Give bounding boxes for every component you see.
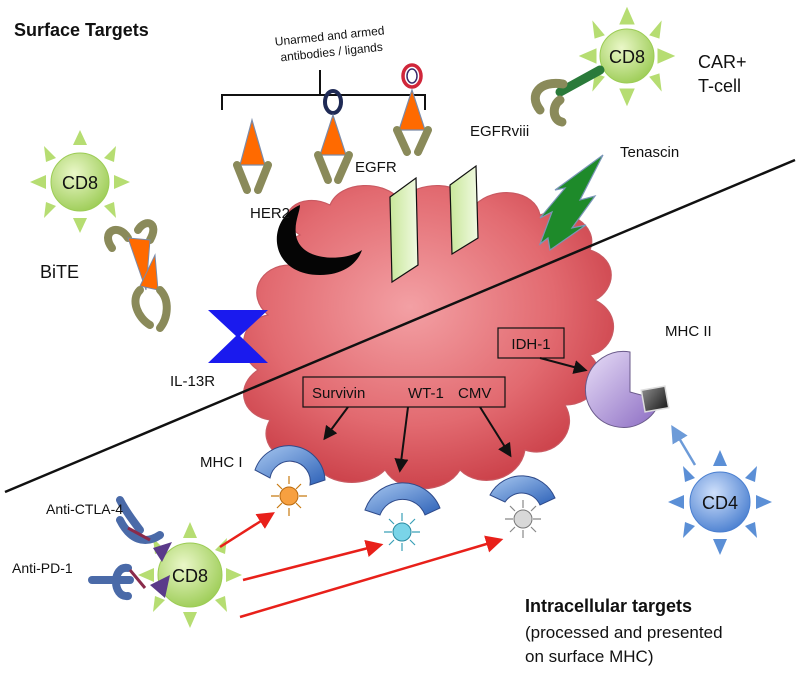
antibody-armed-drug [393, 63, 432, 156]
survivin-label: Survivin [312, 385, 365, 402]
tenascin-bolt [538, 154, 604, 252]
mhc2-antigen-cube [640, 385, 670, 413]
idh1-arrow [539, 357, 588, 374]
car-tcell-label-line2: T-cell [698, 76, 741, 96]
intracellular-antigen-box [302, 376, 506, 408]
cd8-bottom-label: CD8 [172, 566, 208, 586]
bite-molecule [104, 219, 171, 332]
survivin-arrow [323, 406, 349, 441]
wt1-label: WT-1 [408, 385, 444, 402]
antibody-bracket [221, 70, 426, 110]
membrane-divider-line [4, 158, 796, 494]
tenascin-label: Tenascin [620, 144, 679, 161]
egfr-receptor [389, 176, 419, 284]
her2-label: HER2 [250, 205, 290, 222]
cd8-to-mhc1-arrow-2 [242, 539, 384, 582]
cd4-arrow [671, 424, 697, 466]
antibody-unarmed [233, 117, 272, 194]
egfrviii-label: EGFRviii [470, 123, 529, 140]
mhc1-label: MHC I [200, 454, 243, 471]
egfrviii-receptor [449, 164, 479, 256]
cd8-car-tcell [530, 6, 676, 127]
antibody-armed-ring [314, 89, 353, 184]
idh1-box [497, 327, 565, 359]
cd4-tcell [668, 450, 772, 555]
her2-receptor [276, 205, 362, 275]
egfr-label: EGFR [355, 159, 397, 176]
anti-pd1-label: Anti-PD-1 [12, 560, 73, 576]
mhc2-label: MHC II [665, 323, 712, 340]
mhc1-molecule-1 [254, 445, 326, 516]
ctla4-receptor [153, 542, 172, 562]
anti-ctla4-label: Anti-CTLA-4 [46, 501, 123, 517]
wt1-arrow [394, 406, 409, 473]
mhc1-molecule-3 [489, 475, 556, 538]
il13r-label: IL-13R [170, 373, 215, 390]
mhc2-molecule [585, 350, 661, 428]
cd8-left-label: CD8 [62, 173, 98, 193]
intracellular-targets-heading: Intracellular targets [525, 596, 692, 616]
il13r-receptor [208, 310, 268, 363]
cd8-to-mhc1-arrow-1 [219, 512, 275, 549]
cd8-to-mhc1-arrow-3 [239, 535, 504, 619]
idh1-label: IDH-1 [511, 336, 550, 353]
bite-label: BiTE [40, 262, 79, 282]
surface-targets-heading: Surface Targets [14, 20, 149, 40]
cmv-label: CMV [458, 385, 491, 402]
mhc1-molecule-2 [364, 482, 441, 551]
pd1-receptor [150, 575, 170, 598]
cd8-car-label: CD8 [609, 47, 645, 67]
cd4-label: CD4 [702, 493, 738, 513]
anti-ctla4-antibody [116, 496, 164, 544]
intracellular-subtitle-line2: on surface MHC) [525, 647, 653, 666]
cd8-left-tcell [30, 130, 130, 233]
anti-pd1-antibody [88, 563, 147, 600]
car-tcell-label-line1: CAR+ [698, 52, 747, 72]
cmv-arrow [479, 406, 512, 458]
intracellular-subtitle-line1: (processed and presented [525, 623, 723, 642]
